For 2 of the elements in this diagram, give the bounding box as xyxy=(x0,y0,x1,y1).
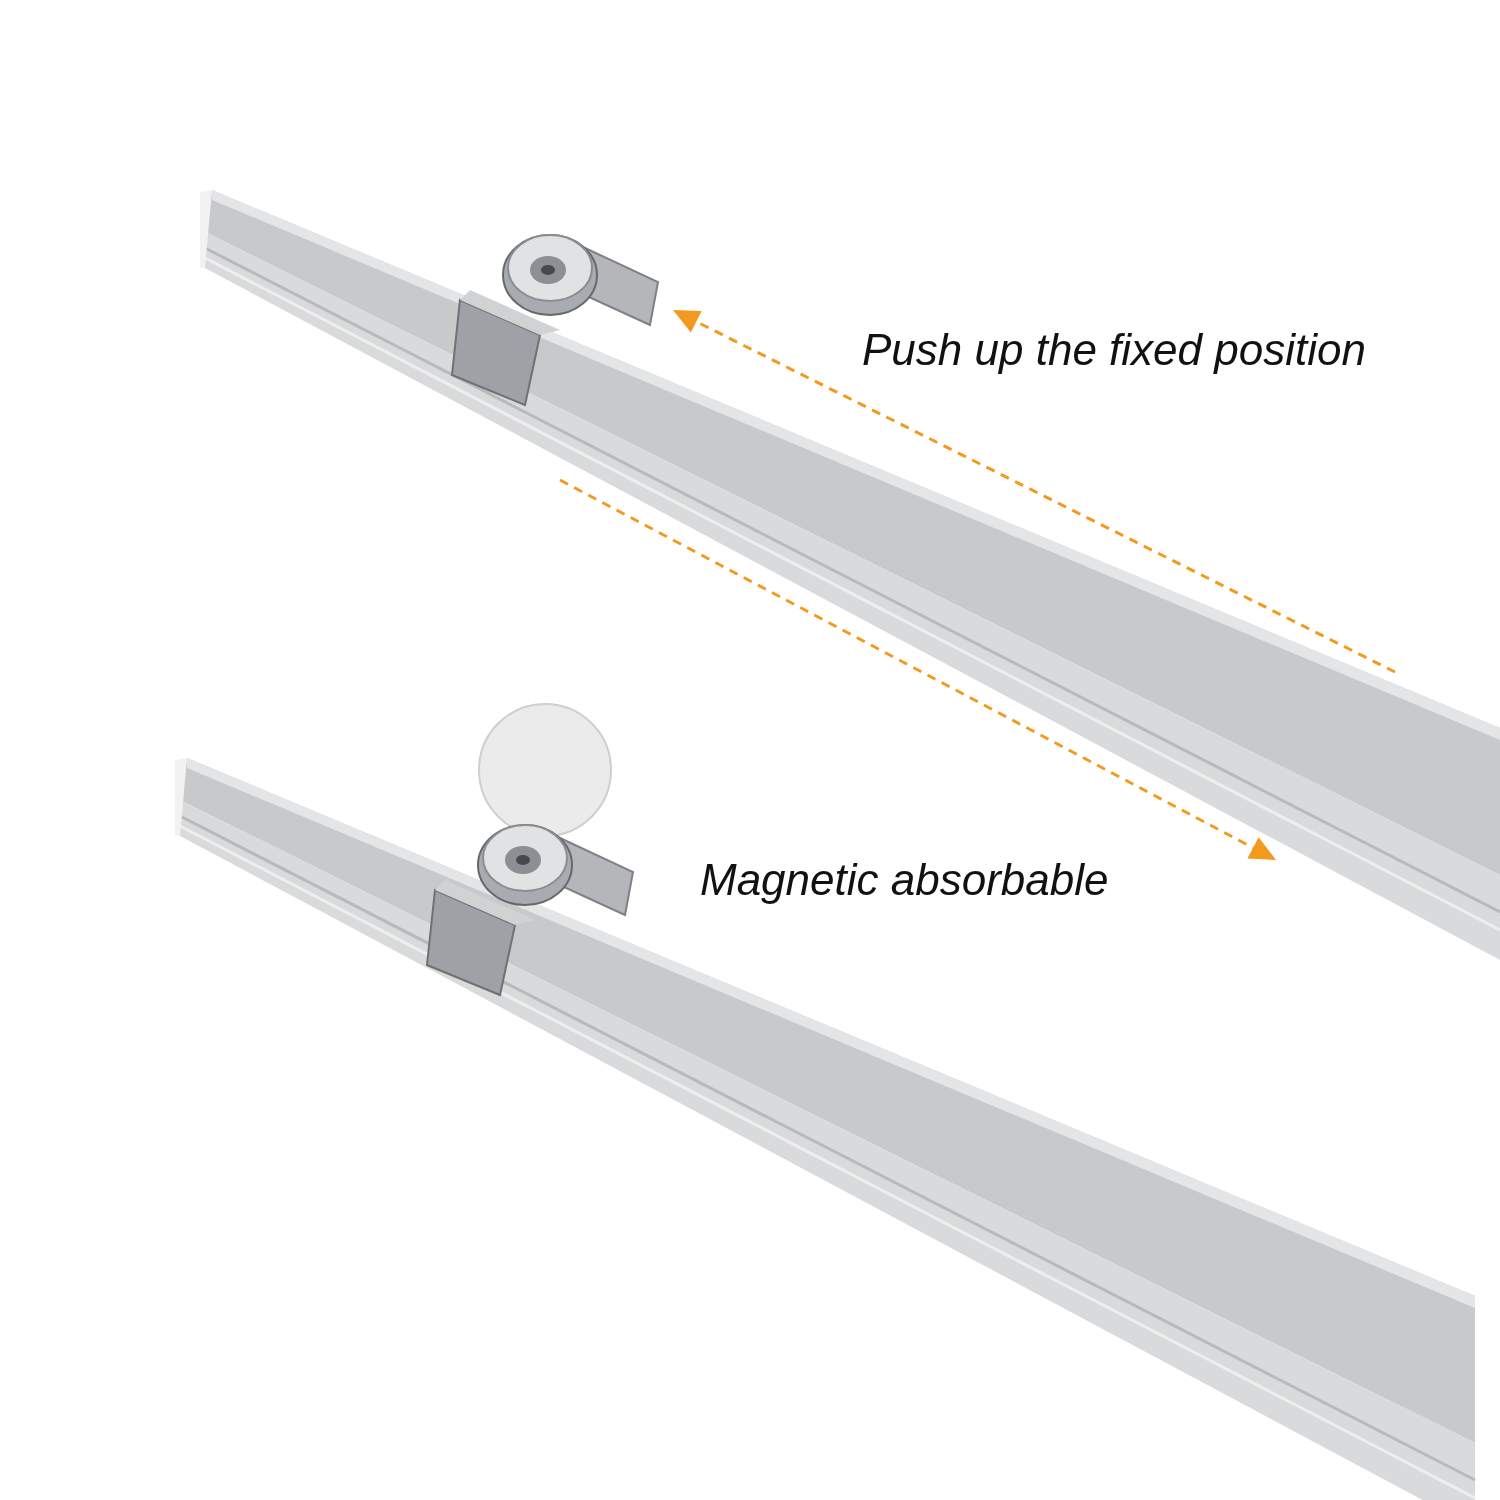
caption-text: Push up the fixed position xyxy=(862,326,1366,375)
caption-text: Magnetic absorbable xyxy=(700,856,1109,905)
